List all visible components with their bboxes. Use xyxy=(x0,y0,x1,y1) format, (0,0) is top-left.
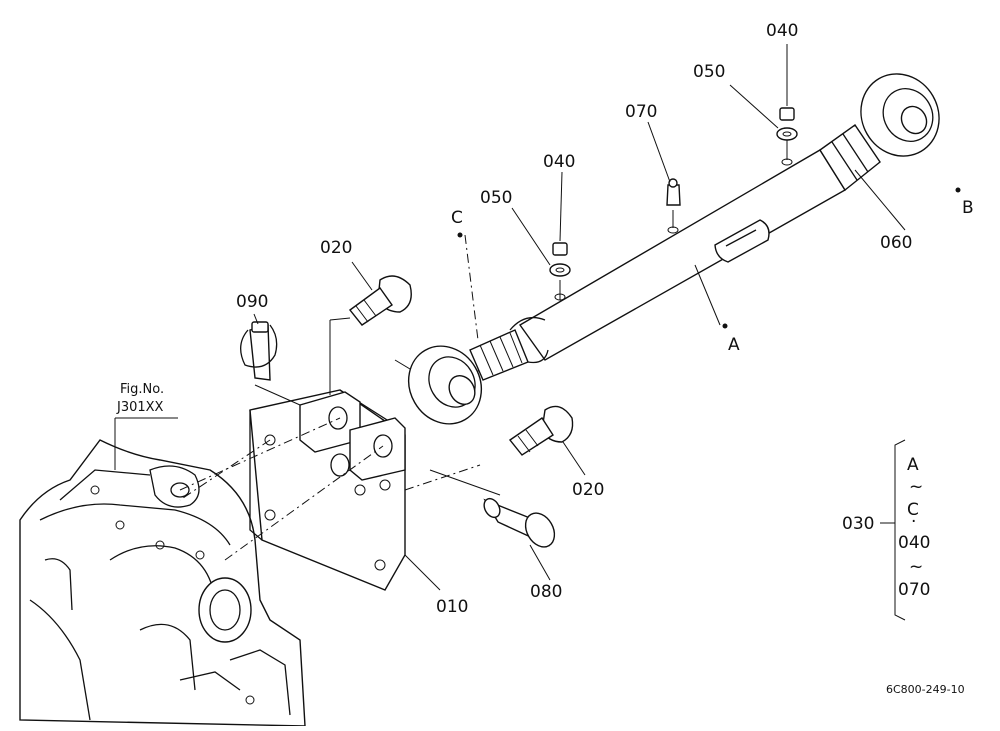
group-030-line4: · xyxy=(911,512,916,532)
label-050-top: 050 xyxy=(693,62,725,82)
hardware xyxy=(240,107,798,548)
group-030-line3: C xyxy=(907,500,919,520)
label-020-bottom: 020 xyxy=(572,480,604,500)
lift-rod-assembly xyxy=(407,73,940,425)
group-030: 030 A ~ C · 040 ~ 070 xyxy=(842,439,930,621)
label-040-mid: 040 xyxy=(543,152,575,172)
fig-ref-line1: Fig.No. xyxy=(120,382,164,397)
label-030: 030 xyxy=(842,514,874,534)
label-020-top: 020 xyxy=(320,238,352,258)
leader-lines xyxy=(114,44,961,591)
label-050-mid: 050 xyxy=(480,188,512,208)
group-030-line5: 040 xyxy=(898,533,930,553)
label-point-c: C xyxy=(451,208,463,228)
label-040-top: 040 xyxy=(766,21,798,41)
label-point-b: B xyxy=(962,198,974,218)
label-070: 070 xyxy=(625,102,657,122)
group-030-line1: A xyxy=(907,455,919,475)
label-090: 090 xyxy=(236,292,268,312)
group-030-line2: ~ xyxy=(909,477,923,497)
fig-ref-line2: J301XX xyxy=(116,400,164,415)
transmission-housing xyxy=(19,439,306,727)
drawing-code: 6C800-249-10 xyxy=(886,683,965,696)
group-030-line7: 070 xyxy=(898,580,930,600)
label-060: 060 xyxy=(880,233,912,253)
label-point-a: A xyxy=(728,335,740,355)
bracket-010 xyxy=(249,389,406,591)
label-080: 080 xyxy=(530,582,562,602)
label-010: 010 xyxy=(436,597,468,617)
group-030-line6: ~ xyxy=(909,557,923,577)
